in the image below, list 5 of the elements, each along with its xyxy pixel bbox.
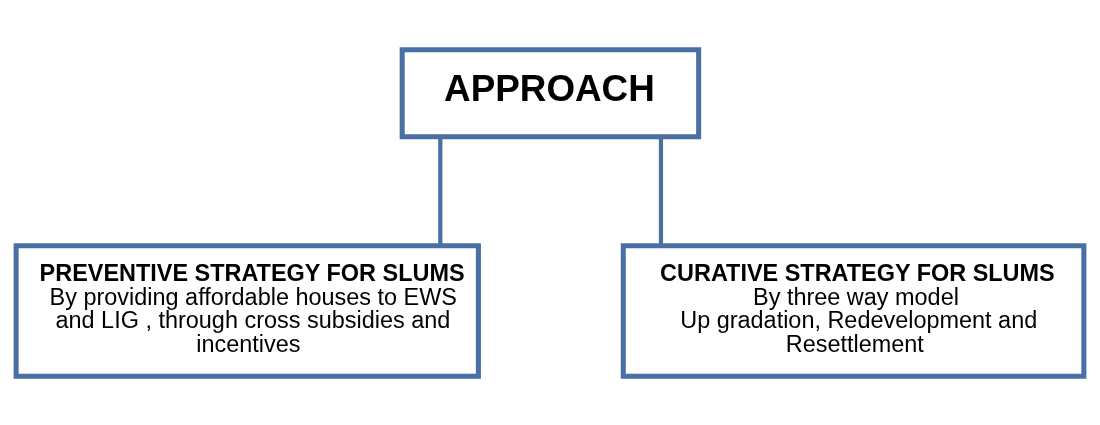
connector	[438, 136, 443, 245]
node-box: CURATIVE STRATEGY FOR SLUMS By three way model Up gradation, Redevelopment and Resettlement	[620, 242, 1087, 379]
connector	[658, 136, 664, 245]
node-box: PREVENTIVE STRATEGY FOR SLUMS By providing affordable houses to EWS and LIG , through cross subsidies and incentives	[13, 242, 481, 379]
node-box: APPROACH	[399, 46, 702, 139]
